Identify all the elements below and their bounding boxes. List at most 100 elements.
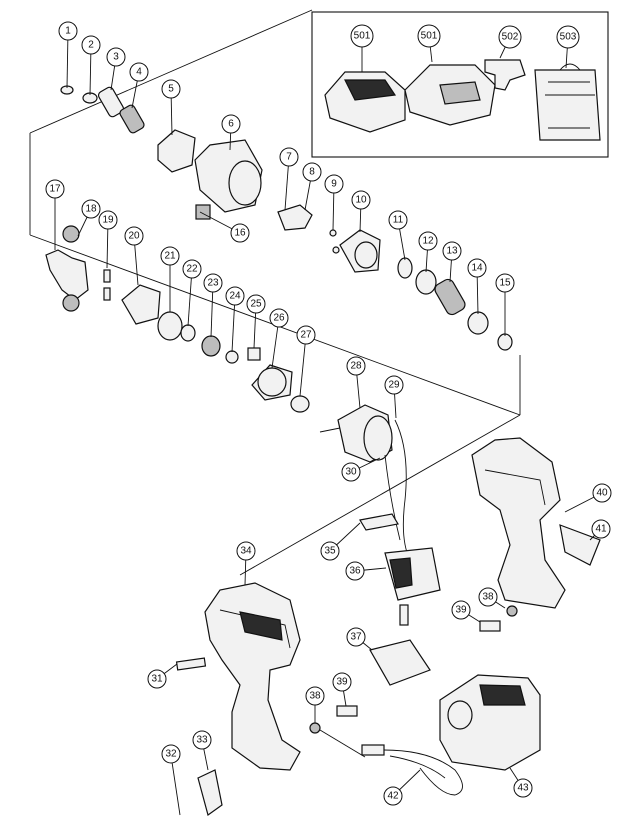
callout-21: 21: [160, 246, 180, 266]
callout-35: 35: [320, 541, 340, 561]
callout-number: 6: [228, 119, 234, 130]
callout-circle: [58, 21, 78, 41]
callout-number: 10: [355, 195, 367, 206]
callout-number: 16: [234, 228, 246, 239]
callout-number: 2: [88, 40, 94, 51]
callout-labels: 1234567891011121314151617181920212223242…: [45, 21, 612, 806]
callout-number: 22: [186, 264, 198, 275]
callout-33: 33: [192, 730, 212, 750]
callout-25: 25: [246, 294, 266, 314]
callout-number: 8: [309, 167, 315, 178]
callout-circle: [384, 375, 404, 395]
callout-501: 501: [350, 24, 374, 48]
callout-number: 17: [49, 184, 61, 195]
callout-circle: [345, 561, 365, 581]
callout-number: 37: [350, 632, 362, 643]
callout-number: 28: [350, 361, 362, 372]
callout-circle: [45, 179, 65, 199]
callout-number: 21: [164, 251, 176, 262]
callout-number: 20: [128, 231, 140, 242]
callout-circle: [324, 174, 344, 194]
callout-number: 38: [482, 592, 494, 603]
callout-circle: [129, 62, 149, 82]
callout-24: 24: [225, 286, 245, 306]
callout-number: 12: [422, 236, 434, 247]
callout-number: 7: [286, 152, 292, 163]
callout-number: 29: [388, 380, 400, 391]
callout-circle: [225, 286, 245, 306]
callout-number: 40: [596, 488, 608, 499]
leader-line-27: [299, 334, 307, 397]
callout-circle: [346, 627, 366, 647]
callout-43: 43: [513, 778, 533, 798]
callout-23: 23: [203, 273, 223, 293]
callout-circle: [591, 519, 611, 539]
switch-electronics: [359, 513, 441, 686]
callout-10: 10: [351, 190, 371, 210]
callout-number: 502: [502, 32, 519, 43]
callout-circle: [346, 356, 366, 376]
callout-13: 13: [442, 241, 462, 261]
callout-circle: [442, 241, 462, 261]
callout-18: 18: [81, 199, 101, 219]
callout-circle: [160, 246, 180, 266]
front-housing-half: [204, 582, 301, 771]
front-hammer-parts: [60, 85, 513, 351]
callout-28: 28: [346, 356, 366, 376]
callout-number: 32: [165, 749, 177, 760]
callout-circle: [341, 462, 361, 482]
callout-circle: [182, 259, 202, 279]
callout-1: 1: [58, 21, 78, 41]
callout-circle: [106, 47, 126, 67]
callout-number: 24: [229, 291, 241, 302]
callout-circle: [332, 672, 352, 692]
rear-housing-half: [471, 437, 601, 609]
callout-30: 30: [341, 462, 361, 482]
callout-number: 25: [250, 299, 262, 310]
callout-number: 14: [471, 263, 483, 274]
callout-circle: [388, 210, 408, 230]
callout-circle: [279, 147, 299, 167]
accessory-inset: [311, 11, 609, 158]
callout-circle: [81, 199, 101, 219]
callout-circle: [418, 231, 438, 251]
spindle-gear-parts: [45, 225, 310, 413]
callout-circle: [161, 744, 181, 764]
callout-circle: [230, 223, 250, 243]
callout-4: 4: [129, 62, 149, 82]
callout-6: 6: [221, 114, 241, 134]
callout-number: 43: [517, 783, 529, 794]
callout-circle: [124, 226, 144, 246]
callout-number: 26: [273, 313, 285, 324]
callout-number: 27: [300, 330, 312, 341]
callout-38: 38: [478, 587, 498, 607]
callout-circle: [269, 308, 289, 328]
callout-14: 14: [467, 258, 487, 278]
callout-501: 501: [417, 24, 441, 48]
callout-number: 36: [349, 566, 361, 577]
callout-12: 12: [418, 231, 438, 251]
callout-circle: [203, 273, 223, 293]
callout-2: 2: [81, 35, 101, 55]
callout-20: 20: [124, 226, 144, 246]
callout-number: 30: [345, 467, 357, 478]
callout-circle: [383, 786, 403, 806]
callout-number: 42: [387, 791, 399, 802]
callout-circle: [451, 600, 471, 620]
callout-40: 40: [592, 483, 612, 503]
callout-number: 1: [65, 26, 71, 37]
callout-9: 9: [324, 174, 344, 194]
callout-number: 5: [168, 84, 174, 95]
callout-circle: [498, 25, 522, 49]
callout-19: 19: [98, 210, 118, 230]
callout-37: 37: [346, 627, 366, 647]
callout-34: 34: [236, 541, 256, 561]
callout-number: 35: [324, 546, 336, 557]
callout-16: 16: [230, 223, 250, 243]
callout-31: 31: [147, 669, 167, 689]
callout-circle: [147, 669, 167, 689]
callout-36: 36: [345, 561, 365, 581]
callout-5: 5: [161, 79, 181, 99]
callout-circle: [478, 587, 498, 607]
